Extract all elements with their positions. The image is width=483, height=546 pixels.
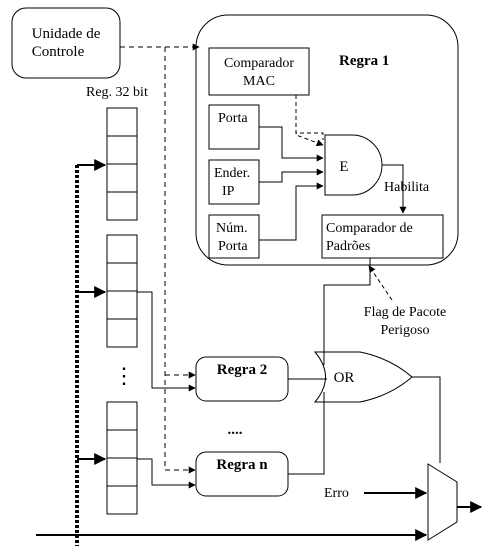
flag-label-2: Perigoso — [381, 323, 430, 338]
register-1 — [106, 107, 138, 221]
control-unit-label-2: Controle — [32, 44, 85, 60]
rule1-title: Regra 1 — [339, 53, 389, 69]
register-label: Reg. 32 bit — [86, 85, 148, 100]
control-unit-box — [11, 7, 121, 79]
mac-to-and-arrow — [296, 133, 323, 147]
mac-dashed-to-and — [295, 95, 324, 147]
rule1-box — [195, 14, 459, 266]
ip-to-and — [259, 168, 324, 183]
mac-comparator-label-1: Comparador — [224, 56, 294, 71]
pattern-comparator-label-2: Padrões — [326, 239, 370, 254]
port-to-and — [259, 126, 324, 162]
or-gate-label: OR — [334, 370, 355, 386]
pattern-comparator-label-1: Comparador de — [326, 221, 413, 236]
ip-address-label-1: Ender. — [214, 166, 250, 181]
error-label: Erro — [324, 486, 349, 501]
vertical-ellipsis: ⋮ — [113, 363, 135, 388]
port-number-label-2: Porta — [218, 239, 248, 254]
enable-label: Habilita — [384, 180, 430, 195]
rulen-title: Regra n — [216, 457, 268, 473]
rule1-to-or — [323, 258, 371, 365]
port-number-box — [208, 214, 260, 259]
and-gate — [324, 134, 383, 196]
mac-to-and — [295, 95, 324, 140]
pattern-comparator-box — [321, 214, 444, 259]
mac-comparator-label-2: MAC — [243, 74, 275, 89]
multiplexer — [427, 463, 458, 541]
ip-address-box — [208, 159, 260, 205]
ip-address-label-2: IP — [222, 184, 235, 199]
and-gate-label: E — [339, 159, 348, 175]
port-label: Porta — [218, 111, 248, 126]
register-2-to-rule2 — [137, 291, 196, 392]
and-to-pattern — [382, 164, 407, 214]
portnum-to-and — [259, 182, 324, 241]
or-gate — [313, 351, 413, 403]
horizontal-ellipsis: .... — [228, 422, 243, 438]
port-box — [208, 104, 260, 150]
rulen-to-or — [288, 392, 325, 475]
flag-arrow — [368, 265, 393, 301]
flag-label-1: Flag de Pacote — [364, 305, 446, 320]
register-n — [106, 401, 138, 515]
rule2-title: Regra 2 — [217, 362, 267, 378]
register-2 — [106, 234, 138, 348]
mac-comparator-box — [208, 47, 310, 96]
register-n-to-rulen — [137, 458, 196, 489]
control-unit-label-1: Unidade de — [32, 26, 101, 42]
or-to-mux — [412, 376, 441, 463]
port-number-label-1: Núm. — [216, 221, 248, 236]
